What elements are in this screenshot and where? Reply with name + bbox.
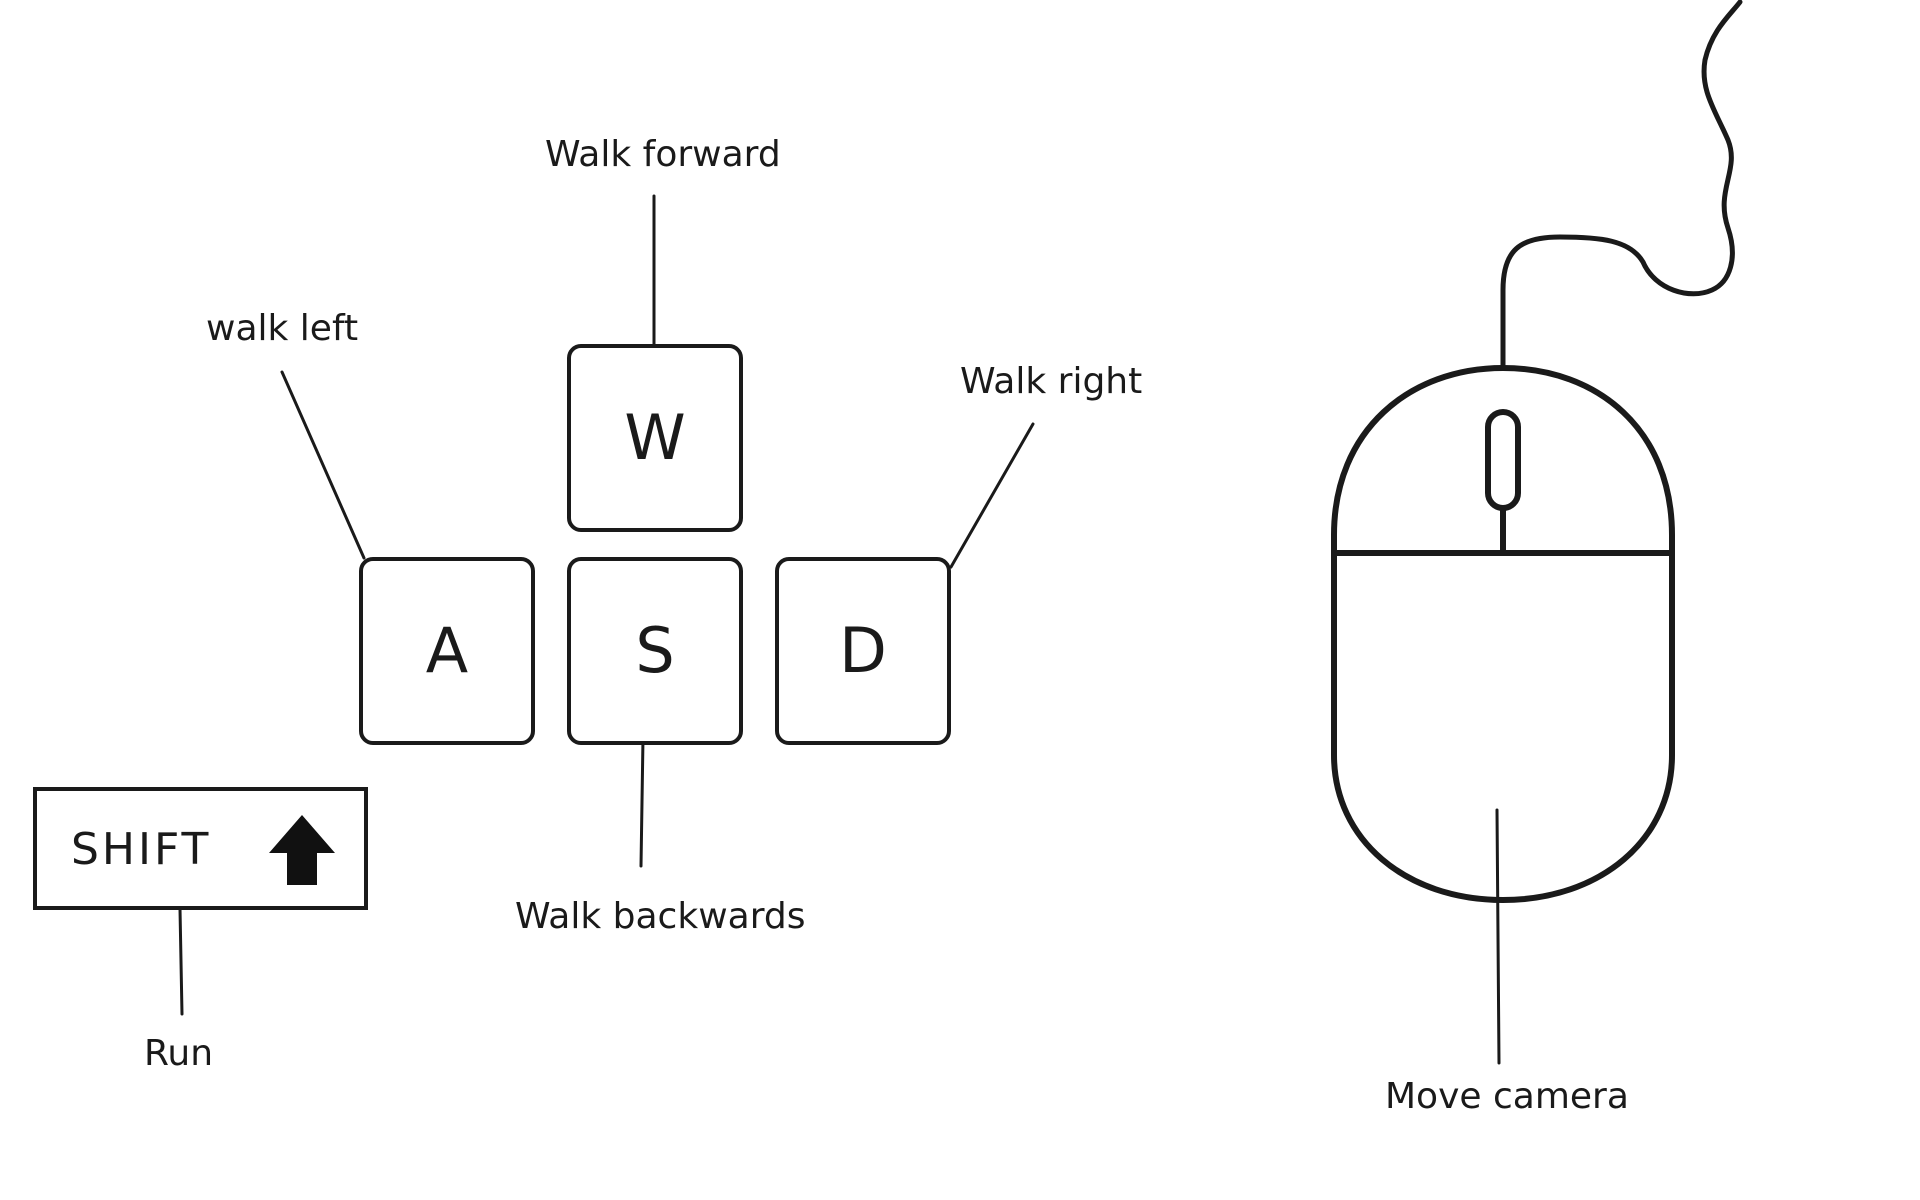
walk-backwards-label: Walk backwards	[515, 896, 806, 937]
walk-right-label: Walk right	[960, 361, 1143, 402]
a-key: A	[359, 557, 535, 745]
s-key: S	[567, 557, 743, 745]
d-key: D	[775, 557, 951, 745]
a-key-letter: A	[425, 614, 469, 687]
w-key: W	[567, 344, 743, 532]
w-key-letter: W	[624, 401, 686, 474]
up-arrow-icon	[269, 815, 335, 885]
mouse-scroll-wheel	[1485, 409, 1521, 511]
d-key-letter: D	[839, 614, 887, 687]
s-key-letter: S	[635, 614, 675, 687]
move-camera-label: Move camera	[1385, 1076, 1629, 1117]
walk-backwards-connector	[639, 736, 645, 868]
mouse-body	[1331, 365, 1675, 903]
walk-left-label: walk left	[206, 308, 359, 349]
move-camera-connector	[1495, 808, 1501, 1065]
shift-key: SHIFT	[33, 787, 368, 910]
walk-right-connector	[949, 422, 1035, 569]
mouse-icon	[1331, 0, 1743, 903]
mouse-cable	[1500, 0, 1743, 371]
shift-key-label: SHIFT	[71, 824, 212, 875]
run-label: Run	[144, 1033, 214, 1074]
walk-forward-label: Walk forward	[545, 134, 781, 175]
run-connector	[178, 907, 184, 1016]
walk-left-connector	[280, 370, 366, 560]
